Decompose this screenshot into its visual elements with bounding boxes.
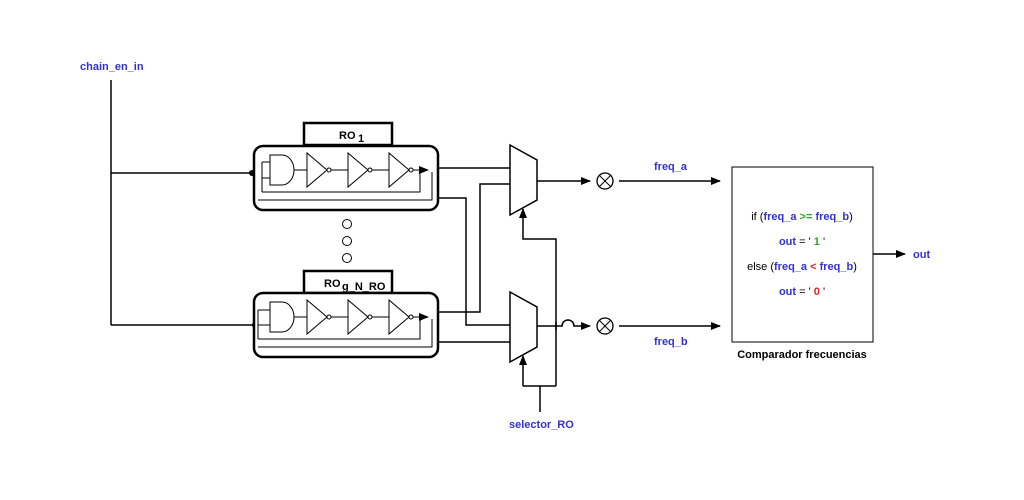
mux-b <box>509 290 591 364</box>
inverter-icon <box>306 298 328 336</box>
selector-wiring <box>519 208 557 412</box>
inverter-icon <box>306 151 328 189</box>
comparator-line-3: else (freq_a < freq_b) <box>747 261 857 273</box>
multiplier-a-icon <box>596 172 614 190</box>
comparator-line-4: out = ' 0 ' <box>779 286 825 298</box>
ring-oscillator-last <box>252 291 440 359</box>
and-gate-icon <box>269 301 295 333</box>
ro-last-label-sub: g_N_RO <box>342 281 386 293</box>
ring-oscillator-1 <box>252 144 440 212</box>
ro-to-mux-wiring <box>438 167 510 343</box>
ro1-label-base: RO <box>339 130 356 142</box>
chain-en-in-label: chain_en_in <box>80 61 144 73</box>
comparator-title: Comparador frecuencias <box>737 349 867 361</box>
mux-a <box>509 143 591 217</box>
out-label: out <box>913 249 930 261</box>
frequency-comparator: if (freq_a >= freq_b) out = ' 1 ' else (… <box>731 166 874 343</box>
multiplier-b-icon <box>596 317 614 335</box>
ro1-label-box: RO 1 <box>302 121 394 147</box>
selector-ro-label: selector_RO <box>509 419 574 431</box>
freq-b-label: freq_b <box>654 336 688 348</box>
inverter-icon <box>388 298 410 336</box>
inverter-icon <box>388 151 410 189</box>
comparator-line-1: if (freq_a >= freq_b) <box>751 211 853 223</box>
inverter-icon <box>347 298 369 336</box>
chain-en-in-wire <box>110 80 258 328</box>
and-gate-icon <box>269 154 295 186</box>
comparator-line-2: out = ' 1 ' <box>779 236 825 248</box>
ro-last-label-box: RO g_N_RO <box>302 269 394 295</box>
inverter-icon <box>347 151 369 189</box>
more-ro-dots-icon <box>342 219 352 263</box>
freq-a-label: freq_a <box>654 161 688 173</box>
ro1-label-sub: 1 <box>358 133 364 145</box>
ro-last-label-base: RO <box>324 278 341 290</box>
